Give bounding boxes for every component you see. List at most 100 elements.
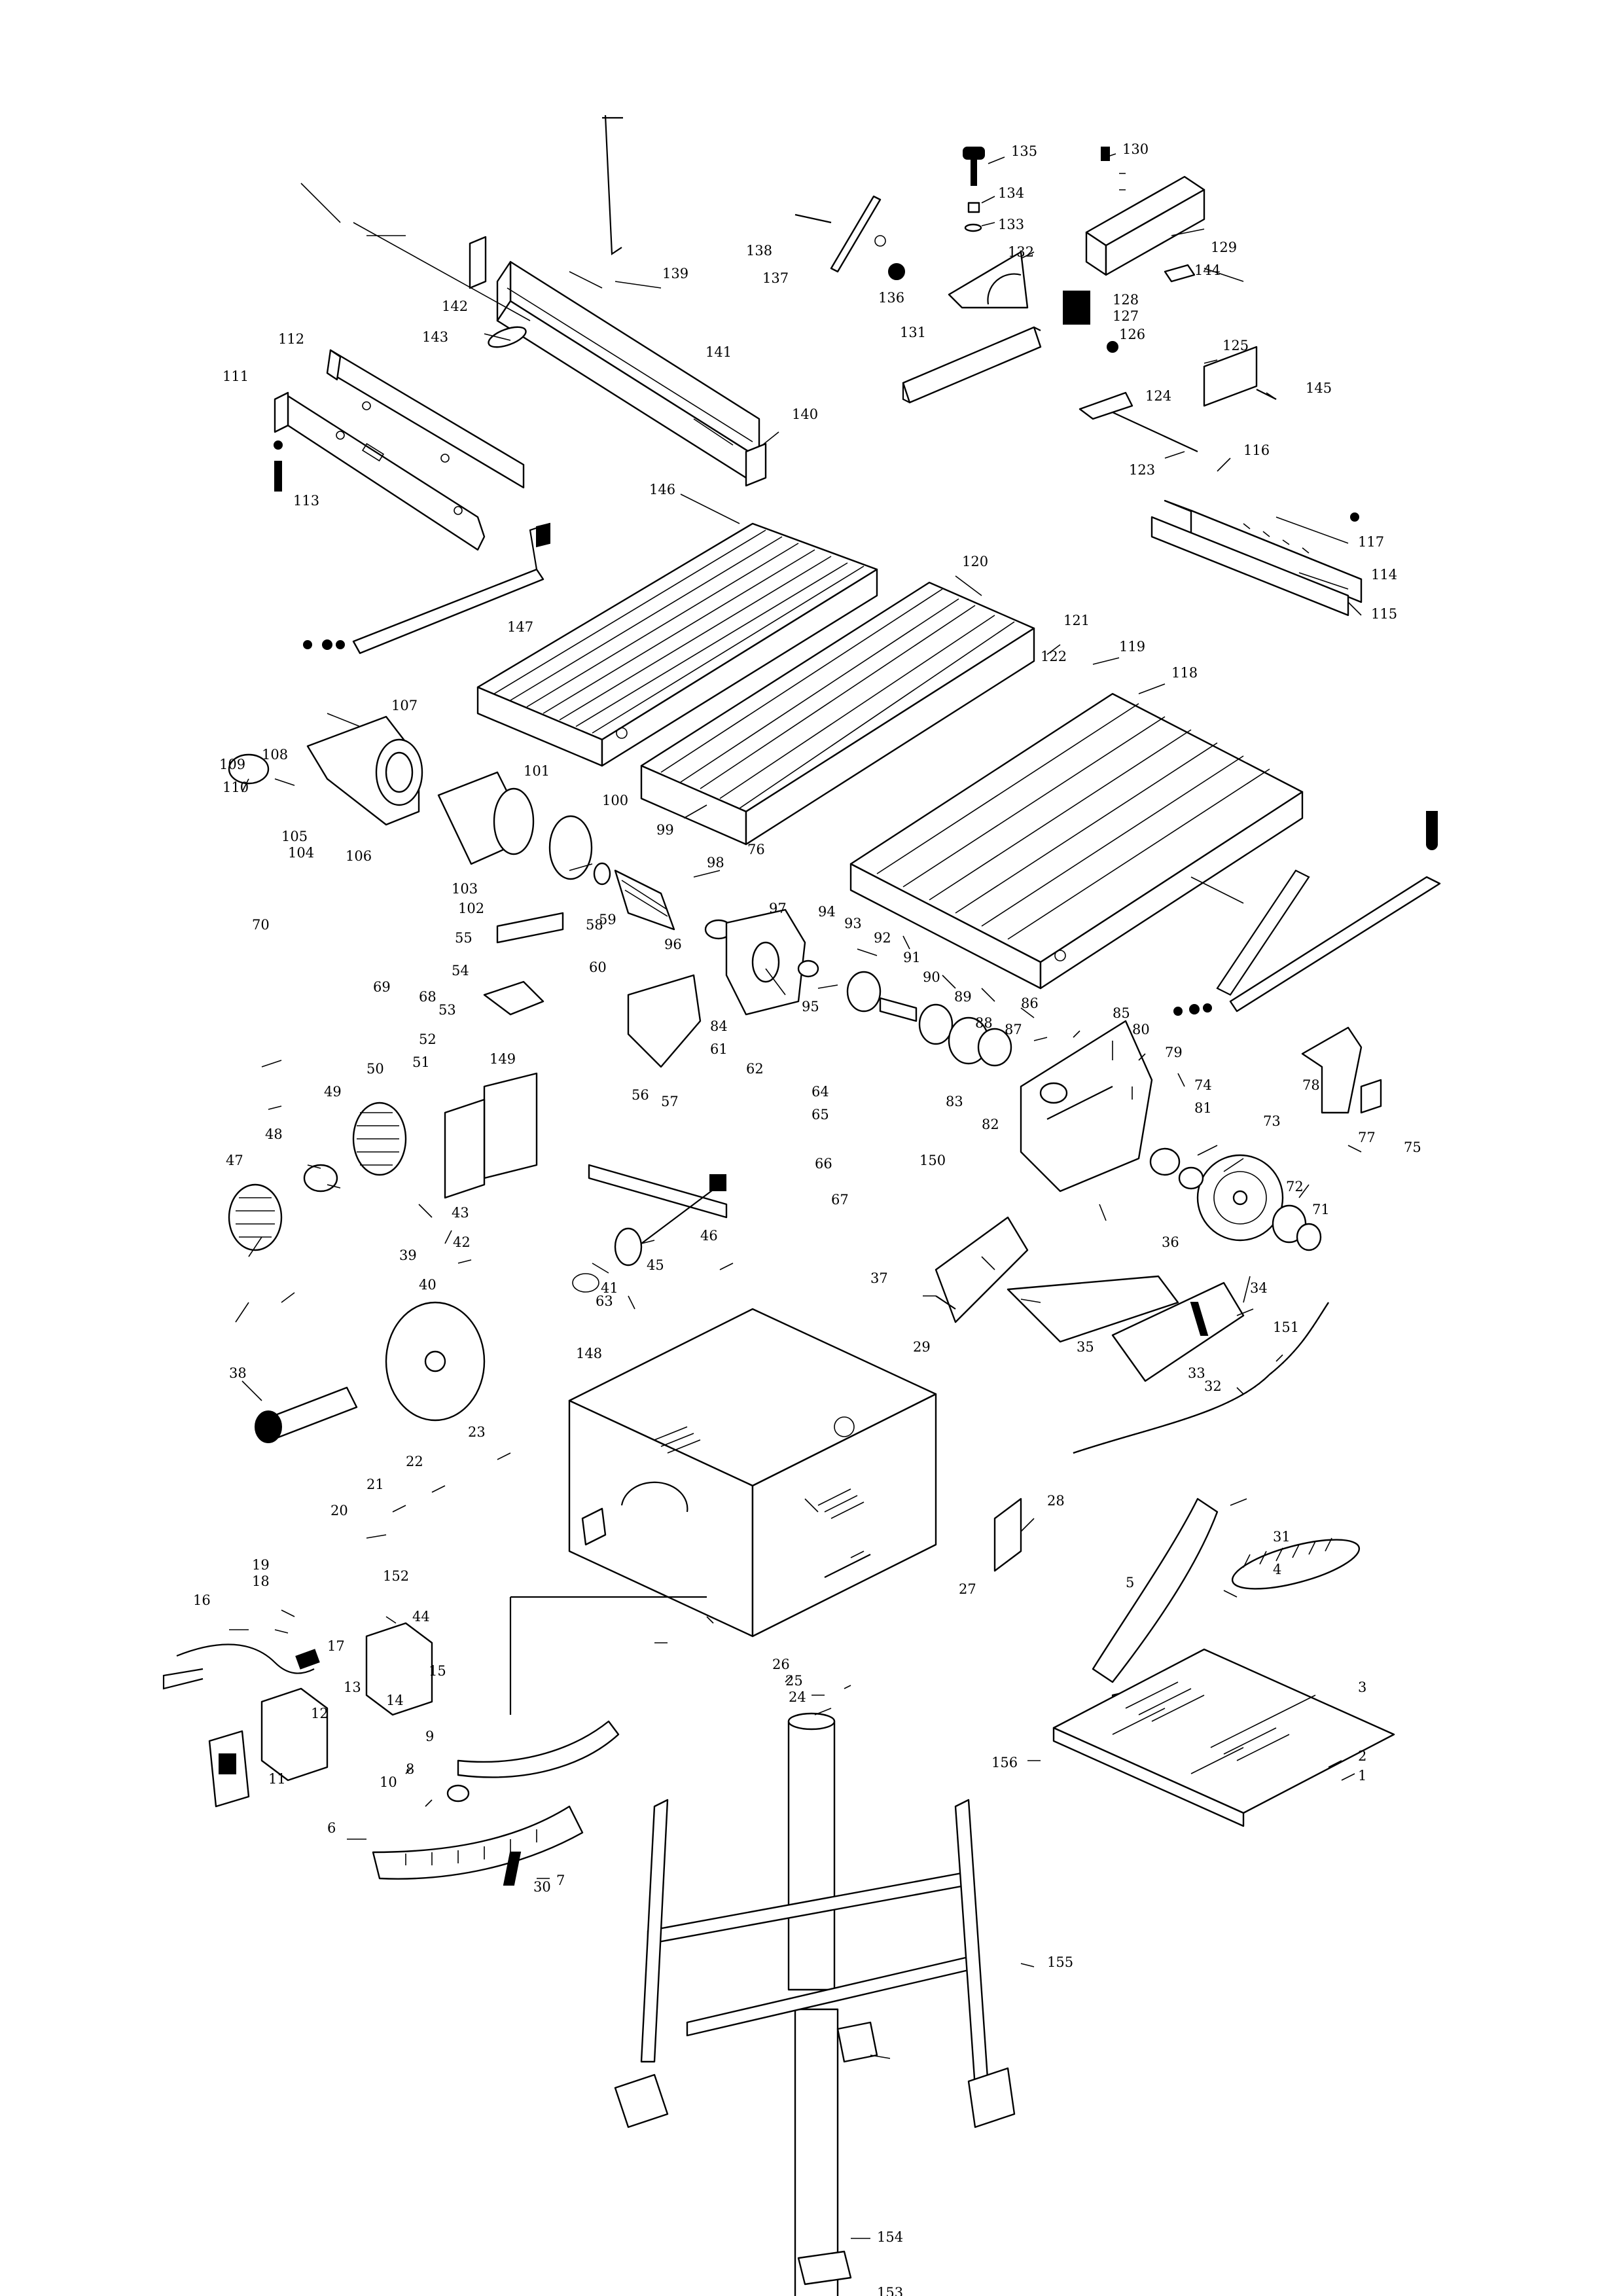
part-label: 109 <box>219 757 245 772</box>
table-left-extension <box>476 522 878 767</box>
part-label: 89 <box>954 989 972 1005</box>
part-label: 66 <box>815 1156 832 1172</box>
part-label: 4 <box>1273 1562 1281 1577</box>
part-label: 63 <box>596 1293 613 1309</box>
part-label: 94 <box>818 904 836 920</box>
part-label: 23 <box>468 1424 486 1440</box>
part-label: 90 <box>923 969 940 985</box>
support-bar-left <box>303 522 550 655</box>
motor-assembly <box>228 715 733 940</box>
stand <box>614 1712 1016 2296</box>
part-label: 71 <box>1312 1202 1330 1217</box>
part-label: 19 <box>252 1557 270 1573</box>
part-label: 147 <box>507 619 533 635</box>
dust-hose <box>1073 1302 1329 1454</box>
part-label: 5 <box>1126 1575 1134 1590</box>
part-label: 26 <box>772 1657 790 1672</box>
table-main <box>640 581 1035 846</box>
part-label: 1 <box>1358 1768 1366 1784</box>
part-label: 60 <box>589 960 607 975</box>
part-label: 151 <box>1273 1319 1299 1335</box>
part-label: 126 <box>1119 327 1145 342</box>
part-label: 106 <box>346 848 372 864</box>
part-label: 108 <box>262 747 288 762</box>
part-label: 123 <box>1129 462 1155 478</box>
part-label: 79 <box>1165 1045 1183 1060</box>
part-label: 10 <box>380 1774 397 1790</box>
part-label: 48 <box>265 1126 283 1142</box>
height-adjustment <box>228 1072 728 1443</box>
part-label: 27 <box>959 1581 976 1597</box>
part-label: 47 <box>226 1153 243 1168</box>
blade-assembly <box>1020 1020 1382 1251</box>
part-label: 115 <box>1371 606 1397 622</box>
part-label: 55 <box>455 930 473 946</box>
part-label: 25 <box>785 1673 803 1689</box>
table-right-extension <box>849 692 1310 996</box>
arbor-assembly <box>483 908 1012 1068</box>
part-label: 148 <box>576 1346 602 1361</box>
part-labels: 1 2 3 4 5 6 7 8 9 10 11 12 13 14 15 16 1… <box>193 141 1421 2296</box>
part-label: 13 <box>344 1679 361 1695</box>
tilt-scale <box>372 1596 707 1886</box>
part-label: 21 <box>366 1477 384 1492</box>
part-label: 112 <box>278 331 304 347</box>
part-label: 20 <box>330 1503 348 1518</box>
part-label: 14 <box>386 1693 404 1708</box>
part-label: 81 <box>1194 1100 1212 1116</box>
part-label: 86 <box>1021 996 1039 1011</box>
part-label: 76 <box>747 842 765 857</box>
bottom-plate <box>1052 1648 1395 1827</box>
part-label: 155 <box>1047 1954 1073 1970</box>
part-label: 135 <box>1011 143 1037 159</box>
part-label: 129 <box>1211 240 1237 255</box>
part-label: 56 <box>632 1087 649 1103</box>
part-label: 9 <box>425 1729 434 1744</box>
part-label: 3 <box>1358 1679 1366 1695</box>
part-label: 105 <box>281 829 308 844</box>
leader-lines <box>229 153 1362 2239</box>
part-label: 99 <box>656 822 674 838</box>
part-label: 128 <box>1113 292 1139 308</box>
part-label: 28 <box>1047 1493 1065 1509</box>
splitter-fence <box>1150 499 1363 617</box>
part-label: 7 <box>556 1873 565 1888</box>
part-label: 140 <box>792 406 818 422</box>
part-label: 49 <box>324 1084 342 1100</box>
part-label: 85 <box>1113 1005 1130 1021</box>
part-label: 18 <box>252 1573 270 1589</box>
part-label: 103 <box>452 881 478 897</box>
part-label: 61 <box>710 1041 728 1057</box>
part-label: 122 <box>1041 649 1067 664</box>
part-label: 70 <box>252 917 270 933</box>
part-label: 145 <box>1306 380 1332 396</box>
support-bar-right <box>1173 811 1441 1016</box>
part-label: 17 <box>327 1638 345 1654</box>
part-label: 149 <box>490 1051 516 1067</box>
part-label: 77 <box>1358 1130 1376 1145</box>
part-label: 78 <box>1302 1077 1320 1093</box>
part-label: 68 <box>419 989 437 1005</box>
part-label: 121 <box>1063 613 1090 628</box>
part-label: 125 <box>1222 338 1249 353</box>
part-label: 43 <box>452 1205 469 1221</box>
part-label: 11 <box>268 1771 286 1787</box>
part-label: 67 <box>831 1192 849 1208</box>
part-label: 82 <box>982 1117 999 1132</box>
part-label: 35 <box>1077 1339 1094 1355</box>
part-label: 83 <box>946 1094 963 1109</box>
riving-knife <box>935 1216 1245 1382</box>
part-label: 33 <box>1188 1365 1205 1381</box>
part-label: 104 <box>288 845 314 861</box>
part-label: 97 <box>769 901 787 916</box>
part-label: 59 <box>599 912 616 927</box>
part-label: 31 <box>1273 1529 1291 1545</box>
part-label: 132 <box>1008 244 1034 260</box>
miter-gauge <box>794 147 1042 404</box>
part-label: 134 <box>998 185 1024 201</box>
part-label: 141 <box>705 344 732 360</box>
part-label: 98 <box>707 855 724 870</box>
part-label: 152 <box>383 1568 409 1584</box>
part-label: 64 <box>812 1084 829 1100</box>
part-label: 100 <box>602 793 628 808</box>
